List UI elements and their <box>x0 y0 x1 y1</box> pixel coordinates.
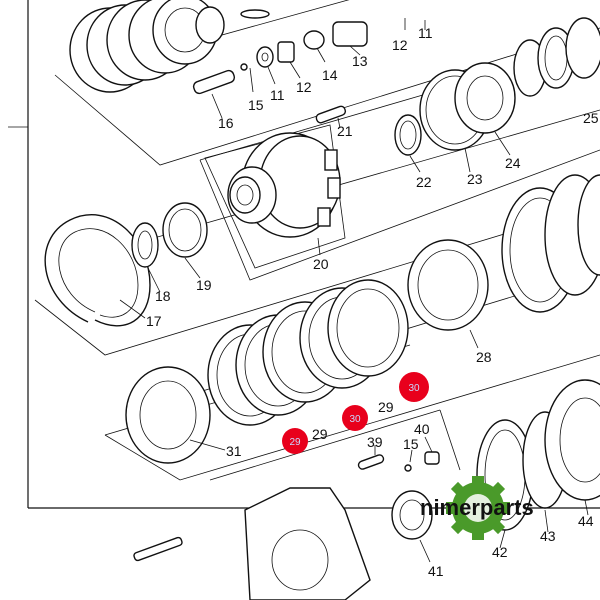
right-rings <box>501 174 600 313</box>
watermark: nimerparts <box>420 476 534 540</box>
rings-22-24 <box>394 62 516 156</box>
label-42: 42 <box>492 544 508 560</box>
hotspot-29[interactable]: 29 <box>282 428 308 454</box>
hotspot-30-right[interactable]: 30 <box>399 372 429 402</box>
pin-21 <box>315 105 347 124</box>
label-40: 40 <box>414 421 430 437</box>
lower-housing <box>133 487 371 600</box>
watermark-brand: nimerparts <box>420 495 534 520</box>
label-21: 21 <box>337 123 353 139</box>
label-24: 24 <box>505 155 521 171</box>
label-12b: 12 <box>296 79 312 95</box>
label-29a: 29 <box>378 399 394 415</box>
label-16: 16 <box>218 115 234 131</box>
label-13: 13 <box>352 53 368 69</box>
label-23: 23 <box>467 171 483 187</box>
label-18: 18 <box>155 288 171 304</box>
label-17: 17 <box>146 313 162 329</box>
gear-icon <box>446 476 510 540</box>
label-20: 20 <box>313 256 329 272</box>
ring-28 <box>407 239 489 331</box>
hotspot-29-label: 29 <box>289 437 301 448</box>
hotspot-markers: 29 30 30 <box>282 372 429 454</box>
rings-17-19 <box>44 202 208 327</box>
label-29b: 29 <box>312 426 328 442</box>
label-11a: 11 <box>418 25 433 41</box>
label-43: 43 <box>540 528 556 544</box>
small-parts <box>192 9 368 95</box>
rings-25 <box>513 17 600 97</box>
label-15b: 15 <box>403 436 419 452</box>
hotspot-30-middle-label: 30 <box>349 414 361 425</box>
label-25: 25 <box>583 110 599 126</box>
label-41: 41 <box>428 563 444 579</box>
label-15a: 15 <box>248 97 264 113</box>
small-parts-lower <box>357 451 440 472</box>
label-14: 14 <box>322 67 338 83</box>
label-31: 31 <box>226 443 242 459</box>
label-28: 28 <box>476 349 492 365</box>
label-44: 44 <box>578 513 594 529</box>
clutch-pack-29-30 <box>207 279 409 426</box>
label-22: 22 <box>416 174 432 190</box>
part-labels: 12 11 13 14 12 11 15 16 21 22 23 24 25 1… <box>146 25 599 579</box>
plate-31 <box>125 366 211 464</box>
label-19: 19 <box>196 277 212 293</box>
hotspot-30-right-label: 30 <box>408 383 420 394</box>
label-12a: 12 <box>392 37 408 53</box>
hub-assembly-20 <box>204 124 346 269</box>
hotspot-30-middle[interactable]: 30 <box>342 405 368 431</box>
label-11b: 11 <box>270 87 285 103</box>
bearing-41 <box>391 490 433 540</box>
leader-lines <box>119 18 589 563</box>
label-39: 39 <box>367 434 383 450</box>
upper-clutch-pack <box>69 0 225 93</box>
